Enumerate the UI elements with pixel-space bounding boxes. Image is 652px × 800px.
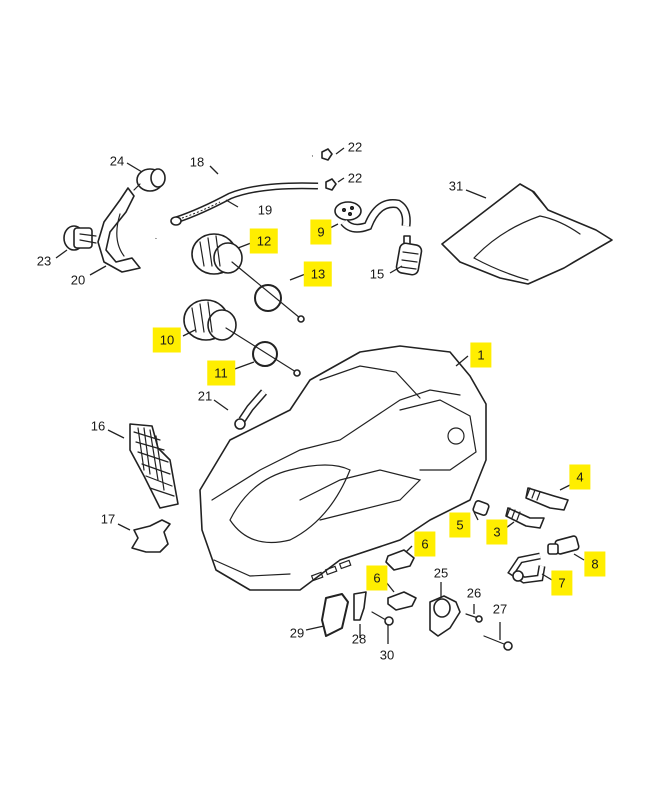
part-31-cover (441, 183, 613, 285)
callout-27: 27 (492, 601, 508, 617)
callout-19: 19 (257, 202, 273, 218)
leader-lines (55, 147, 585, 644)
callout-26: 26 (466, 585, 482, 601)
callout-29: 29 (289, 625, 305, 641)
part-7-oil-hose (507, 552, 546, 584)
part-23-primer-valve (63, 225, 97, 251)
part-20-hose-holder (97, 187, 141, 273)
callout-4: 4 (569, 464, 591, 490)
callout-21: 21 (197, 388, 213, 404)
part-19-fuel-hose (170, 182, 319, 226)
callout-30: 30 (379, 647, 395, 663)
part-29-gasket (321, 593, 349, 637)
part-5-sleeve (472, 500, 490, 516)
part-3-stud (505, 507, 545, 529)
part-1-crankcase (199, 345, 487, 591)
callout-12: 12 (249, 228, 279, 254)
part-6-buffers (385, 549, 417, 611)
part-8-fitting (547, 535, 580, 555)
callout-31: 31 (448, 178, 464, 194)
part-11-seal-ring (252, 341, 278, 367)
part-13-seal-ring (254, 284, 282, 312)
part-12-fuel-cap (191, 233, 305, 323)
callout-6-lower: 6 (366, 565, 388, 591)
callout-20: 20 (70, 272, 86, 288)
part-21-elbow (234, 389, 268, 430)
part-28-clip (353, 591, 367, 621)
part-26-screw (465, 613, 483, 623)
callout-24: 24 (109, 153, 125, 169)
callout-13: 13 (303, 261, 333, 287)
part-10-oil-cap (183, 299, 301, 377)
callout-16: 16 (90, 418, 106, 434)
callout-18: 18 (189, 154, 205, 170)
callout-15: 15 (369, 266, 385, 282)
part-15-fuel-filter (395, 235, 423, 276)
part-18-impulse-hose (154, 154, 313, 239)
callout-5: 5 (449, 512, 471, 538)
callout-17: 17 (100, 511, 116, 527)
callout-22-upper: 22 (347, 139, 363, 155)
callout-9: 9 (310, 219, 332, 245)
callout-28: 28 (351, 631, 367, 647)
callout-8: 8 (584, 551, 606, 577)
callout-3: 3 (486, 519, 508, 545)
callout-25: 25 (433, 565, 449, 581)
callout-6-upper: 6 (414, 531, 436, 557)
callout-7: 7 (551, 570, 573, 596)
callout-22-lower: 22 (347, 170, 363, 186)
part-4-stud (525, 487, 569, 511)
callout-10: 10 (152, 327, 182, 353)
part-24-purge-bulb (133, 168, 166, 192)
part-22-grommets (321, 148, 337, 191)
part-17-bracket (131, 519, 171, 553)
part-25-bracket (429, 595, 461, 637)
part-9-fuel-pickup (334, 198, 411, 233)
callout-11: 11 (207, 360, 235, 386)
callout-1: 1 (470, 342, 492, 368)
part-30-screw (371, 611, 394, 626)
callout-23: 23 (36, 253, 52, 269)
part-16-grille (129, 423, 179, 509)
part-27-screw (483, 635, 513, 651)
